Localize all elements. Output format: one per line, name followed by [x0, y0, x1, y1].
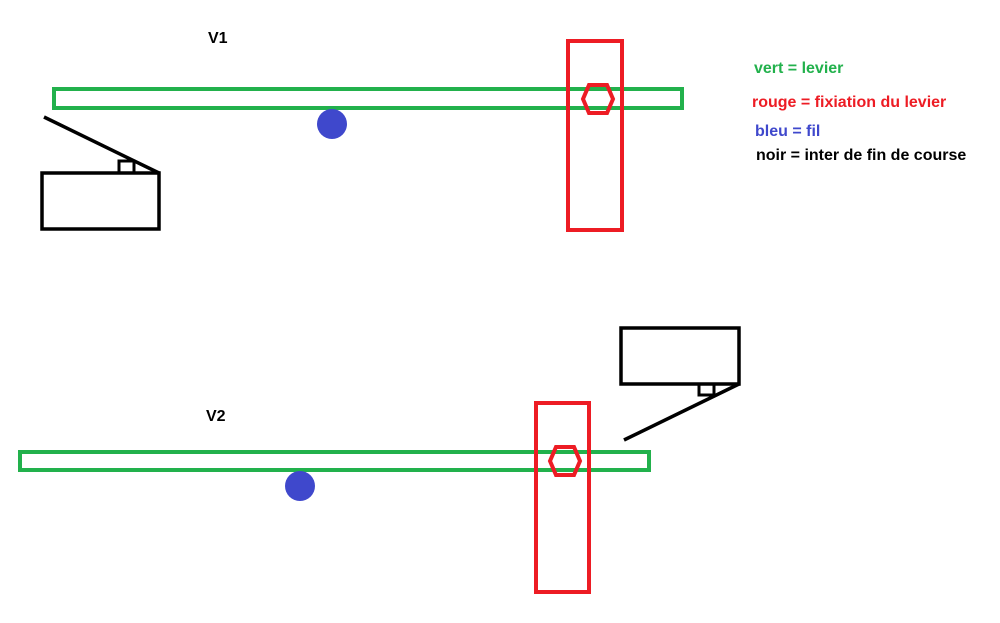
v2-wire — [285, 471, 315, 501]
v1-switch-arm — [43, 115, 160, 175]
v2-switch-arm — [623, 382, 740, 442]
v1-pivot-bolt-icon — [580, 83, 616, 115]
v1-wire — [317, 109, 347, 139]
legend: vert = levier rouge = fixiation du levie… — [752, 60, 966, 164]
v2-pivot-bolt-icon — [547, 445, 583, 477]
diagram-v1: V1 — [40, 30, 684, 232]
v2-lever — [18, 450, 651, 472]
v1-switch-body — [40, 171, 161, 231]
legend-item-vert: vert = levier — [754, 60, 843, 77]
v1-lever — [52, 87, 684, 110]
v2-lever-fixation — [534, 401, 591, 594]
legend-item-bleu: bleu = fil — [755, 123, 820, 140]
diagram-v2-title: V2 — [206, 408, 226, 425]
v1-switch-button — [117, 159, 136, 175]
v1-limit-switch — [40, 115, 161, 231]
legend-item-rouge: rouge = fixiation du levier — [752, 94, 946, 111]
v2-limit-switch — [619, 326, 741, 442]
diagram-v1-title: V1 — [208, 30, 228, 47]
diagram-v2: V2 — [18, 326, 741, 594]
v2-switch-body — [619, 326, 741, 386]
v2-switch-button — [697, 382, 716, 397]
v1-lever-fixation — [566, 39, 624, 232]
legend-item-noir: noir = inter de fin de course — [756, 147, 966, 164]
